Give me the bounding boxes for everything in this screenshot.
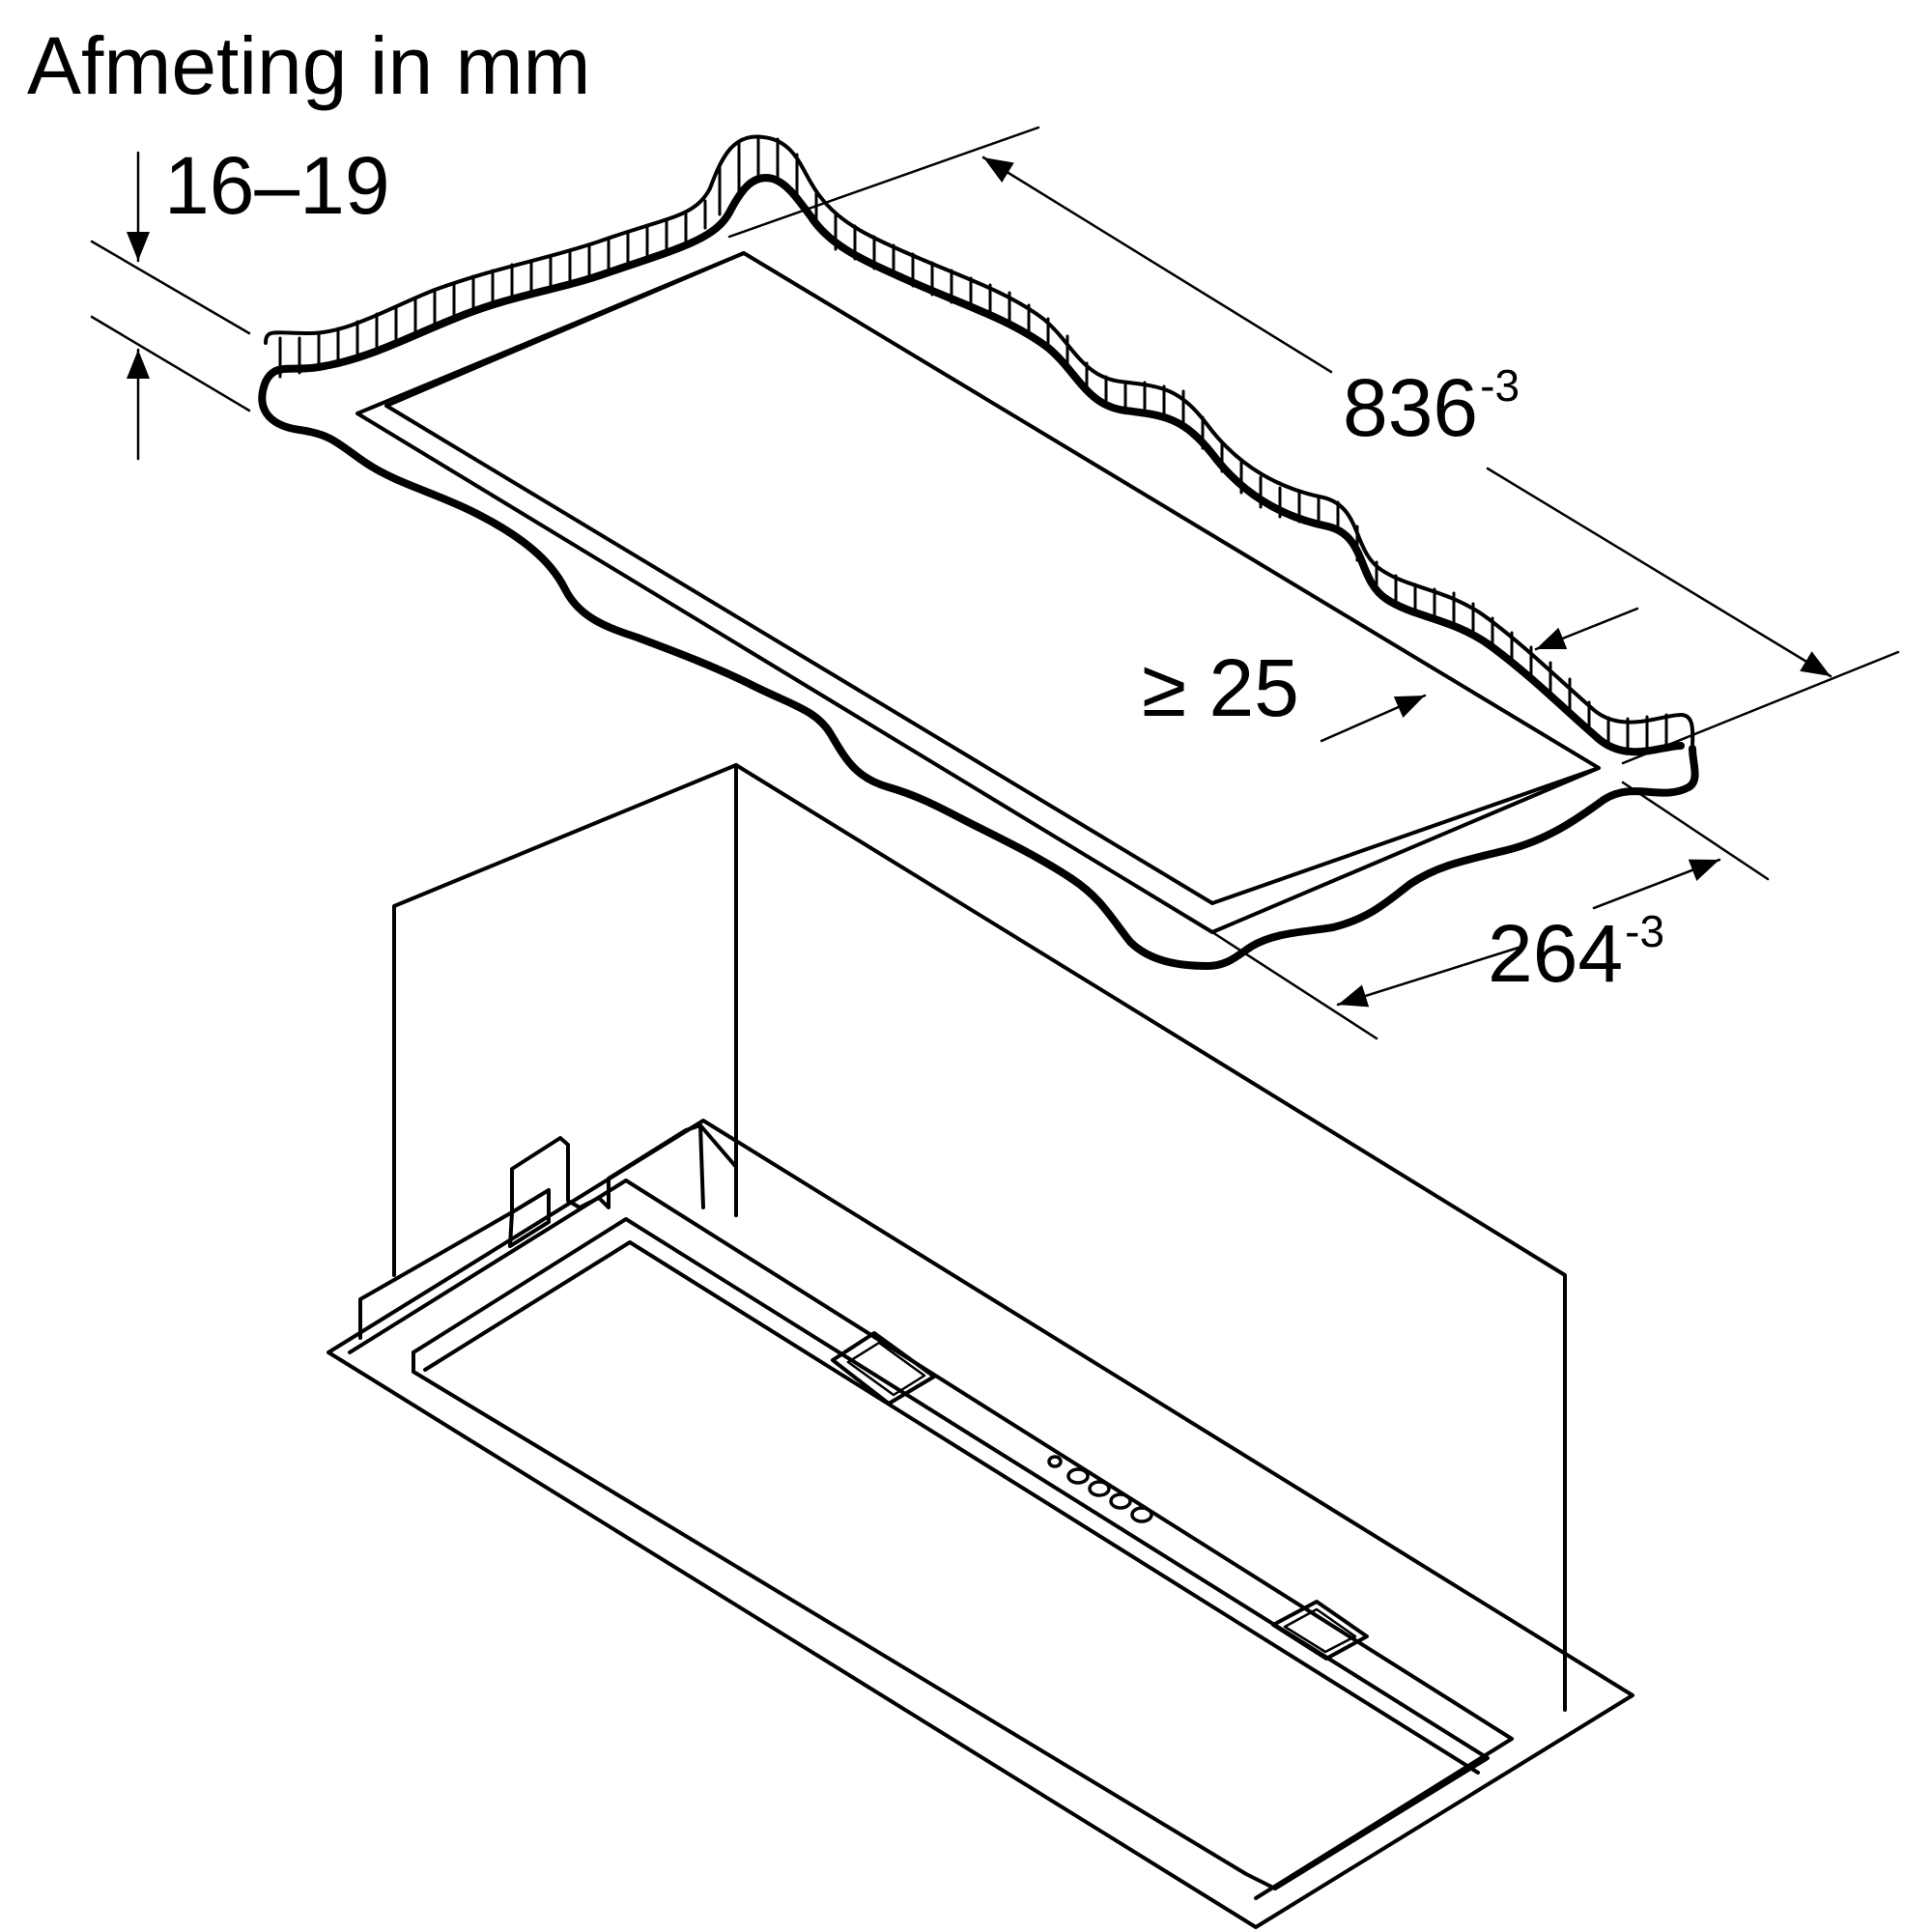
hood-front-plate: [327, 1119, 1634, 1929]
cutout-depth-tolerance: -3: [1625, 906, 1665, 956]
cabinet-board-cutout: [258, 134, 1699, 970]
light-panel-2: [1271, 1600, 1369, 1661]
board-front-edge: [258, 378, 1699, 970]
control-buttons: [1047, 1455, 1153, 1523]
cutout-length-label: 836-3: [1343, 363, 1520, 448]
cutout-depth-label: 264-3: [1488, 909, 1664, 994]
board-thickness-label: 16–19: [164, 145, 390, 226]
cutout-opening-inner: [384, 251, 1601, 905]
board-bottom-edge: [262, 174, 1685, 756]
mounting-bracket: [358, 1123, 738, 1340]
filter-frame: [412, 1217, 1490, 1890]
board-top-edge: [264, 134, 1695, 751]
cutout-length-value: 836: [1343, 362, 1479, 453]
hood-housing: [392, 763, 738, 1277]
min-edge-distance-label: ≥ 25: [1142, 647, 1299, 728]
board-thickness-value: 16–19: [164, 140, 390, 231]
min-edge-distance-value: ≥ 25: [1142, 642, 1299, 733]
dimension-lines: [90, 126, 1900, 1040]
extractor-hood-unit: [327, 763, 1634, 1929]
cutout-length-tolerance: -3: [1480, 360, 1520, 411]
light-panel-1: [831, 1331, 936, 1406]
diagram-title: Afmeting in mm: [27, 20, 591, 111]
cutout-depth-value: 264: [1488, 908, 1624, 999]
